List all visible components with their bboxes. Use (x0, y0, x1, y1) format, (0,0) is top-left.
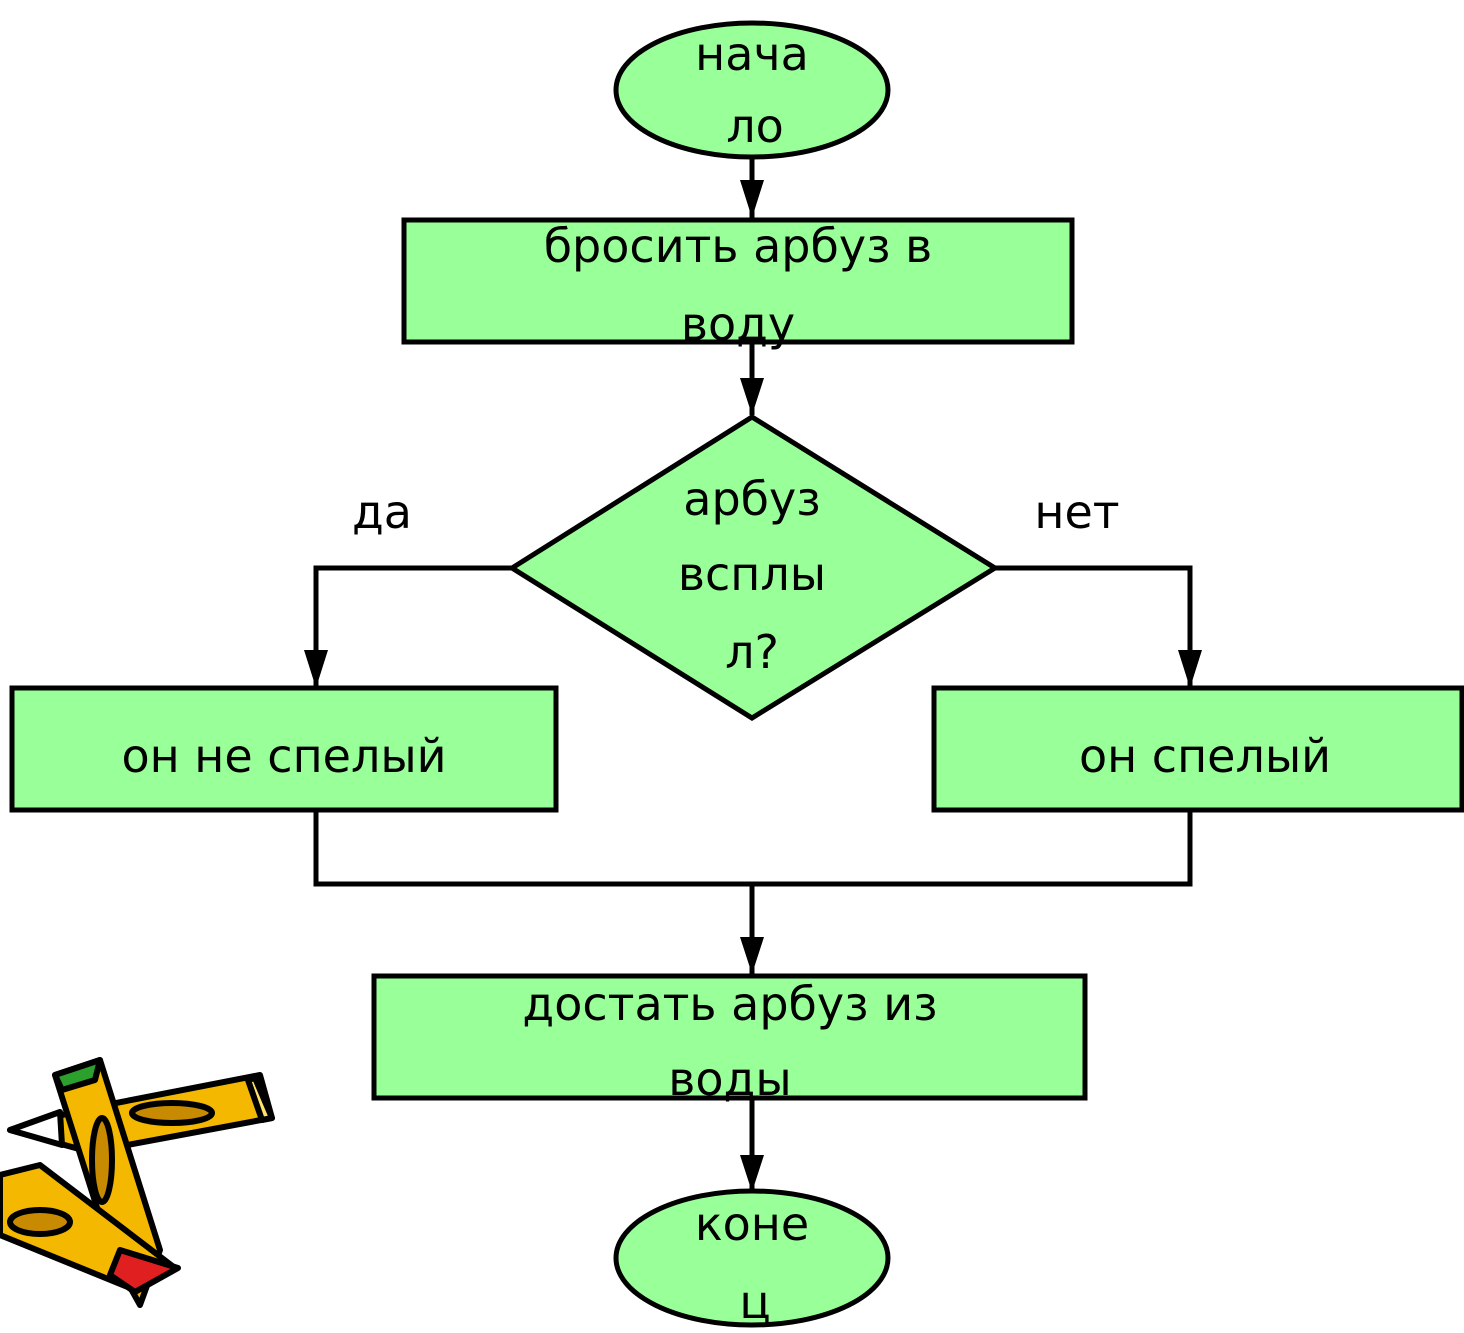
merge-line (313, 810, 1193, 887)
end-label-line1: коне (695, 1197, 809, 1251)
step2-label-line1: достать арбуз из (522, 977, 937, 1031)
arrow-yes-branch (313, 565, 512, 686)
pencils-icon (0, 1057, 275, 1308)
decision-label-line3: л? (725, 625, 779, 679)
start-label-line2: ло (726, 99, 784, 153)
start-label-line1: нача (695, 27, 809, 81)
start-node: нача ло (613, 20, 891, 160)
decision-label-line2: всплы (678, 547, 826, 601)
process-not-ripe: он не спелый (9, 685, 559, 813)
branch-yes-label: да (352, 485, 412, 539)
step1-label-line1: бросить арбуз в (544, 219, 933, 273)
end-node: коне ц (613, 1188, 891, 1329)
connectors (304, 155, 1202, 974)
end-label-line2: ц (739, 1275, 770, 1329)
step1-label-line2: воду (681, 297, 795, 351)
process-step-take-out: достать арбуз из воды (371, 973, 1088, 1106)
ripe-label: он спелый (1079, 729, 1331, 783)
step2-label-line2: воды (668, 1052, 791, 1106)
not-ripe-label: он не спелый (121, 729, 446, 783)
process-step-throw-watermelon: бросить арбуз в воду (401, 217, 1075, 351)
decision-label-line1: арбуз (683, 472, 820, 526)
decision-node: арбуз всплы л? (507, 414, 1000, 721)
arrow-no-branch (995, 565, 1193, 686)
process-ripe: он спелый (931, 685, 1464, 813)
branch-no-label: нет (1034, 485, 1119, 539)
